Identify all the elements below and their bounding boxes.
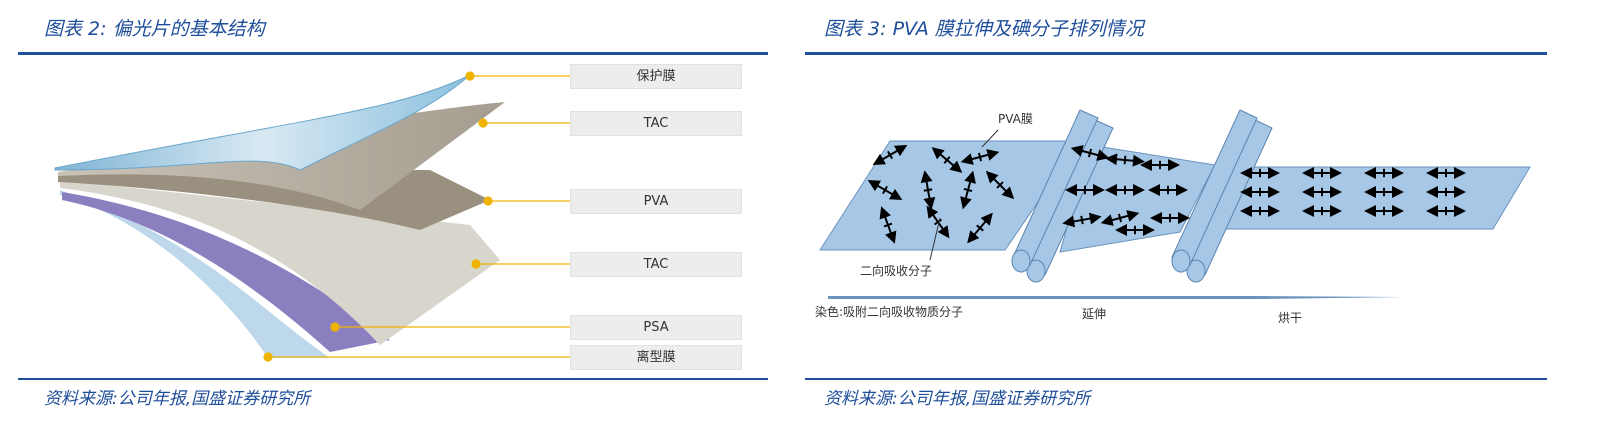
source-rule	[18, 378, 768, 380]
molecule-tick	[1117, 213, 1123, 223]
roller-2	[1171, 109, 1273, 283]
stage-stretch-label: 延伸	[1082, 307, 1107, 321]
psa-layer	[62, 192, 390, 352]
molecule-tick	[887, 150, 893, 160]
source-note: 资料来源:公司年报,国盛证券研究所	[44, 389, 311, 409]
molecule-tick	[976, 224, 984, 232]
dichroic-molecules	[867, 145, 1466, 244]
pva-stretch-diagram	[819, 109, 1531, 299]
label-pva: PVA	[570, 189, 742, 214]
figure-title: 图表 2: 偏光片的基本结构	[44, 18, 265, 40]
release-film-layer	[60, 190, 330, 358]
label-psa: PSA	[570, 315, 742, 340]
molecule-label: 二向吸收分子	[860, 264, 933, 278]
molecule-tick	[963, 187, 973, 193]
stage-dry-label: 烘干	[1278, 311, 1303, 325]
molecule-tick	[933, 218, 943, 226]
figure-title: 图表 3: PVA 膜拉伸及碘分子排列情况	[824, 18, 1144, 40]
molecule-tick	[943, 156, 951, 164]
molecule-tick	[1123, 155, 1127, 165]
label-protective-film: 保护膜	[570, 64, 742, 89]
process-arrow	[828, 296, 1405, 299]
label-tac-top: TAC	[570, 111, 742, 136]
molecule-tick	[977, 152, 983, 162]
molecule-tick	[996, 181, 1004, 189]
label-release-film: 离型膜	[570, 345, 742, 370]
molecule-tick	[1080, 215, 1084, 225]
source-rule	[805, 378, 1547, 380]
title-rule	[805, 52, 1547, 55]
figure-3-panel: 图表 3: PVA 膜拉伸及碘分子排列情况 PVA膜 二向吸收分子 染色:吸附二…	[790, 0, 1600, 439]
molecule-tick	[882, 185, 888, 195]
figure-2-panel: 图表 2: 偏光片的基本结构 保护膜 TAC PVA TAC PSA 离型膜 资…	[0, 0, 790, 439]
source-note: 资料来源:公司年报,国盛证券研究所	[824, 389, 1091, 409]
pva-film-label: PVA膜	[998, 112, 1033, 126]
molecule-tick	[923, 188, 933, 192]
polarizer-structure-diagram	[54, 71, 570, 362]
molecule-tick	[1087, 148, 1093, 158]
label-tac-bottom: TAC	[570, 252, 742, 277]
molecule-tick	[883, 222, 893, 228]
molecule-pointer	[929, 217, 941, 261]
title-rule	[18, 52, 768, 55]
pva-pointer	[981, 129, 999, 148]
protective-film-layer	[54, 74, 471, 171]
stage-dye-label: 染色:吸附二向吸收物质分子	[815, 305, 964, 319]
